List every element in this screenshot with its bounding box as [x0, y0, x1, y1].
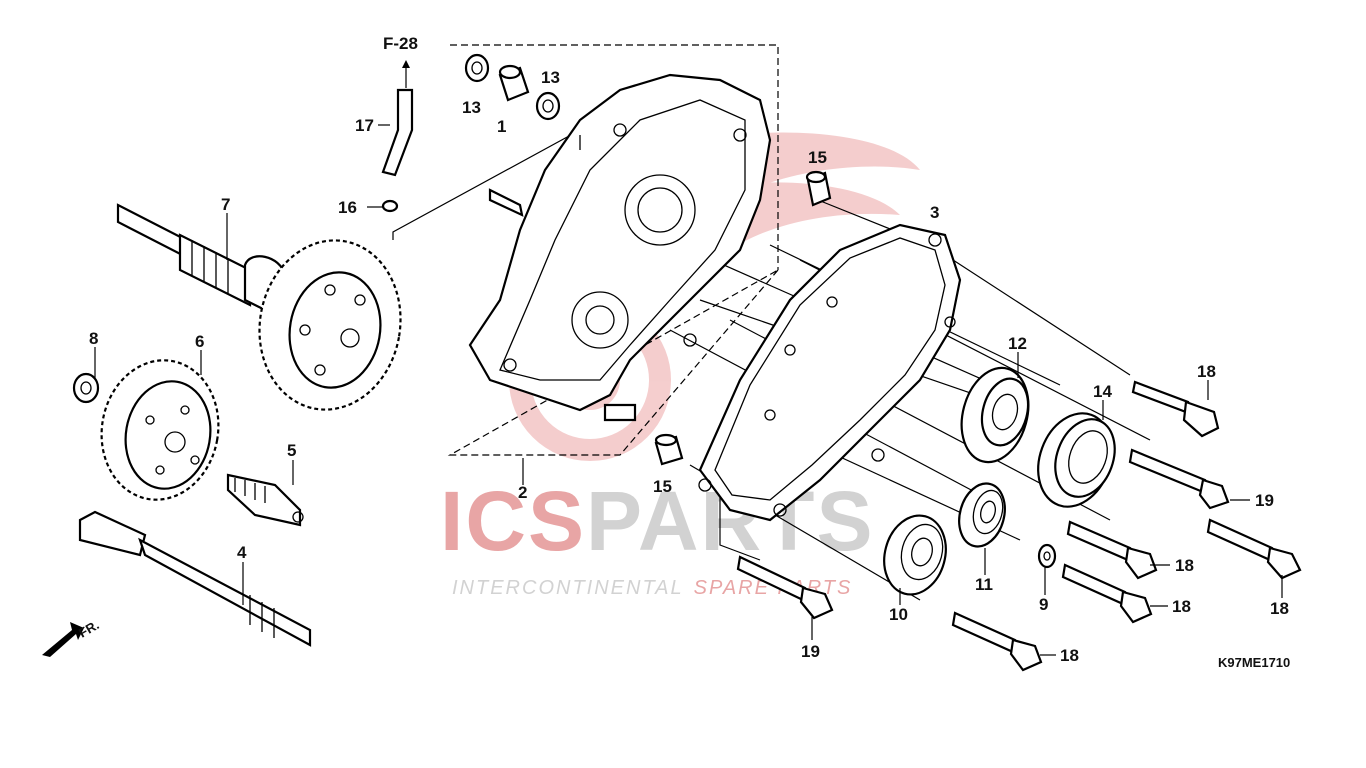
callout-18-b: 18: [1270, 599, 1289, 618]
part-10-bearing: [883, 514, 947, 596]
callout-8: 8: [89, 329, 98, 348]
part-2-transmission-cover: [468, 73, 772, 422]
callout-16: 16: [338, 198, 357, 217]
callout-11: 11: [975, 575, 993, 594]
front-marker-label: FR.: [76, 617, 102, 640]
callout-18-d: 18: [1172, 597, 1191, 616]
callout-4: 4: [237, 543, 247, 562]
part-11-bearing: [958, 482, 1006, 548]
part-16-clip: [381, 199, 399, 213]
part-19-bolt-b: [736, 555, 834, 620]
part-4-drive-shaft: [78, 510, 312, 647]
callout-9: 9: [1039, 595, 1048, 614]
diagram-code: K97ME1710: [1218, 655, 1290, 670]
callout-18-c: 18: [1175, 556, 1194, 575]
part-5-pinion: [226, 473, 304, 527]
part-18-bolt-e: [951, 611, 1043, 672]
callout-14: 14: [1093, 382, 1112, 401]
callout-1: 1: [497, 117, 506, 136]
part-7-final-shaft: [116, 203, 402, 411]
part-18-bolt-a: [1131, 380, 1220, 438]
callout-labels: F-28 1 2 3 4 5 6 7 8 9 10 11 12 13 13 14…: [89, 34, 1290, 670]
callout-2: 2: [518, 483, 527, 502]
part-17-breather-tube: [381, 60, 414, 177]
part-9-washer: [1037, 543, 1057, 569]
part-19-bolt-a: [1128, 448, 1230, 510]
part-18-bolt-b: [1206, 518, 1302, 580]
part-13-seal-left: [464, 53, 490, 83]
callout-17: 17: [355, 116, 374, 135]
callout-12: 12: [1008, 334, 1027, 353]
callout-18-a: 18: [1197, 362, 1216, 381]
part-18-bolt-d: [1061, 563, 1153, 624]
callout-18-e: 18: [1060, 646, 1079, 665]
callout-7: 7: [221, 195, 230, 214]
callout-10: 10: [889, 605, 908, 624]
callout-19-b: 19: [801, 642, 820, 661]
callout-5: 5: [287, 441, 296, 460]
watermark-tagline-part1: INTERCONTINENTAL: [452, 577, 684, 599]
callout-3: 3: [930, 203, 939, 222]
callout-13-right: 13: [541, 68, 560, 87]
callout-15-upper: 15: [808, 148, 827, 167]
front-direction-arrow: FR.: [42, 617, 102, 657]
part-3-gasket: [698, 223, 962, 522]
part-15-dowel-lower: [654, 433, 684, 466]
callout-15-lower: 15: [653, 477, 672, 496]
watermark-brand-part1: ICS: [440, 474, 586, 568]
callout-leaders: [94, 124, 1283, 656]
part-18-bolt-c: [1066, 520, 1158, 580]
part-15-dowel-upper: [805, 170, 832, 207]
part-6-gear: [100, 359, 220, 501]
part-8-washer: [72, 372, 100, 404]
part-1-dowel-pin: [498, 64, 530, 102]
callout-13-left: 13: [462, 98, 481, 117]
part-13-seal-right: [535, 91, 561, 121]
part-12-bearing: [960, 366, 1030, 464]
group-frame-part2: [447, 44, 779, 456]
ref-f28-label: F-28: [383, 34, 418, 53]
callout-6: 6: [195, 332, 204, 351]
part-14-oil-seal: [1037, 412, 1116, 508]
callout-19-a: 19: [1255, 491, 1274, 510]
